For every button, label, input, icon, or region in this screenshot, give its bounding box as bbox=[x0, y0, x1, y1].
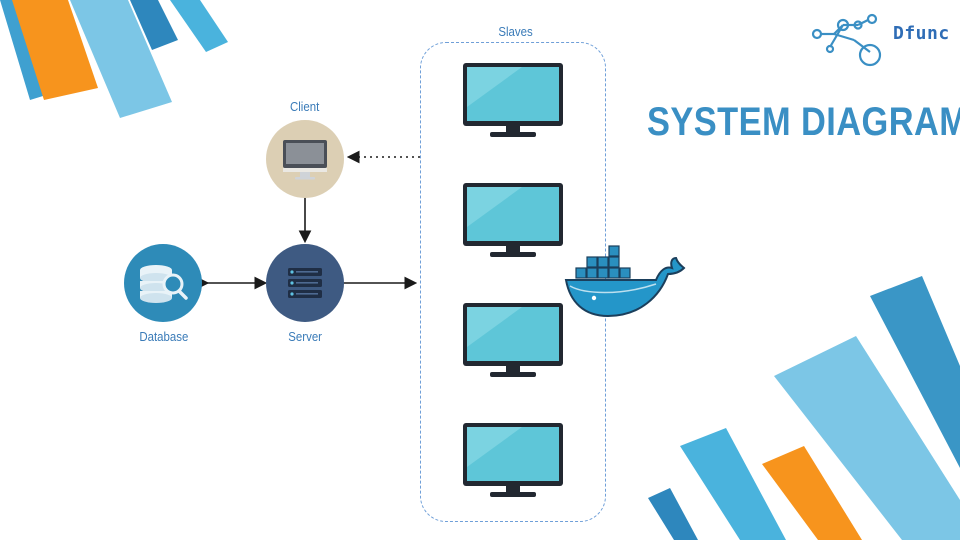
server-label: Server bbox=[288, 329, 322, 344]
docker-whale-icon bbox=[564, 245, 686, 318]
database-label: Database bbox=[139, 329, 189, 344]
brand-logo-icon bbox=[810, 12, 888, 68]
slave-monitor bbox=[462, 302, 564, 380]
client-label: Client bbox=[289, 99, 320, 114]
slave-monitor bbox=[462, 62, 564, 140]
monitor-icon bbox=[463, 303, 563, 377]
slave-monitor bbox=[462, 182, 564, 260]
monitor-icon bbox=[463, 183, 563, 257]
client-node bbox=[265, 119, 345, 199]
slaves-label: Slaves bbox=[498, 24, 533, 39]
docker-logo bbox=[560, 240, 686, 320]
slave-monitor bbox=[462, 422, 564, 500]
brand-name: Dfunc bbox=[893, 23, 950, 44]
database-node bbox=[123, 243, 203, 323]
page-title: SYSTEM DIAGRAM bbox=[647, 100, 960, 144]
database-search-icon bbox=[124, 244, 202, 322]
server-rack-icon bbox=[266, 244, 344, 322]
monitor-icon bbox=[463, 423, 563, 497]
server-node bbox=[265, 243, 345, 323]
desktop-monitor-icon bbox=[266, 120, 344, 198]
monitor-icon bbox=[463, 63, 563, 137]
